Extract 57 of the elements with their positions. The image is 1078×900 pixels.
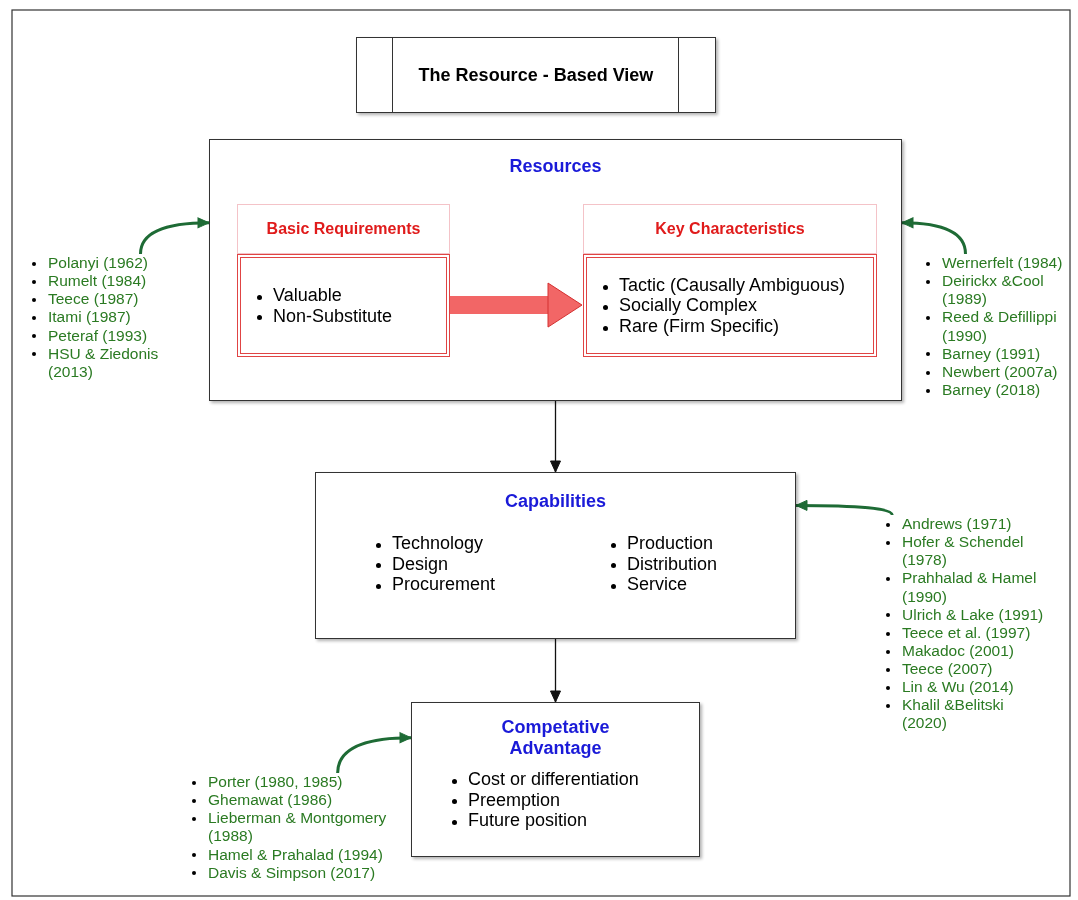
list-item: Design	[372, 553, 496, 575]
list-item: Hamel & Prahalad (1994)	[188, 845, 393, 864]
list-item: Newbert (2007a)	[922, 362, 1072, 381]
list-item: Prahhalad & Hamel (1990)	[882, 569, 1052, 606]
list-item: Teece (1987)	[28, 290, 178, 309]
list-item: Distribution	[607, 553, 718, 575]
list-item: Non-Substitute	[253, 305, 393, 326]
list-item: Reed & Defillippi (1990)	[922, 308, 1072, 345]
list-item: Future position	[448, 810, 639, 831]
header-band: Basic Requirements	[237, 204, 450, 254]
list-item: Polanyi (1962)	[28, 254, 178, 273]
list-item: Valuable	[253, 285, 393, 306]
list-item: Cost or differentiation	[448, 769, 639, 790]
box-title: Resources	[508, 156, 603, 177]
list-item: Davis & Simpson (2017)	[188, 863, 393, 882]
list-item: HSU & Ziedonis (2013)	[28, 344, 178, 381]
list-item: Lieberman & Montgomery (1988)	[188, 809, 393, 846]
list-item: Ghemawat (1986)	[188, 791, 393, 810]
list-item: Itami (1987)	[28, 308, 178, 327]
curved-arrow	[795, 499, 894, 516]
curved-arrow	[336, 732, 412, 774]
list-item: Makadoc (2001)	[882, 641, 1052, 660]
list-item: Service	[607, 574, 718, 595]
list-item: Ulrich & Lake (1991)	[882, 605, 1052, 624]
curved-arrow	[139, 217, 210, 255]
list-item: Production	[607, 533, 718, 554]
panel-box	[411, 702, 700, 857]
box-title: Capabilities	[504, 491, 607, 512]
list-item: Socially Complex	[599, 295, 846, 316]
panel-box	[209, 139, 902, 401]
arrow	[550, 638, 561, 703]
list-item: Barney (1991)	[922, 344, 1072, 363]
list-item: Teece et al. (1997)	[882, 623, 1052, 642]
list-item: Hofer & Schendel (1978)	[882, 533, 1052, 570]
list-item: Technology	[372, 533, 496, 554]
curved-arrow	[901, 217, 967, 255]
list-item: Khalil &Belitski (2020)	[882, 696, 1052, 733]
box-label: The Resource - Based View	[418, 64, 654, 86]
list-item: Rare (Firm Specific)	[599, 315, 846, 337]
list-item: Wernerfelt (1984)	[922, 254, 1072, 273]
box-title: Competative Advantage	[500, 717, 611, 759]
block-arrow	[449, 282, 583, 328]
list-item: Teece (2007)	[882, 660, 1052, 679]
arrow	[550, 400, 561, 473]
list-item: Deirickx &Cool (1989)	[922, 272, 1072, 309]
list-item: Barney (2018)	[922, 380, 1072, 399]
list-item: Porter (1980, 1985)	[188, 773, 393, 792]
list-item: Andrews (1971)	[882, 515, 1052, 534]
list-item: Peteraf (1993)	[28, 326, 178, 345]
list-item: Lin & Wu (2014)	[882, 678, 1052, 697]
header-band: Key Characteristics	[583, 204, 877, 254]
title-box	[356, 37, 716, 113]
list-item: Tactic (Causally Ambiguous)	[599, 274, 846, 296]
list-item: Rumelt (1984)	[28, 272, 178, 291]
panel-box	[315, 472, 796, 639]
list-item: Preemption	[448, 789, 639, 811]
list-item: Procurement	[372, 574, 496, 595]
